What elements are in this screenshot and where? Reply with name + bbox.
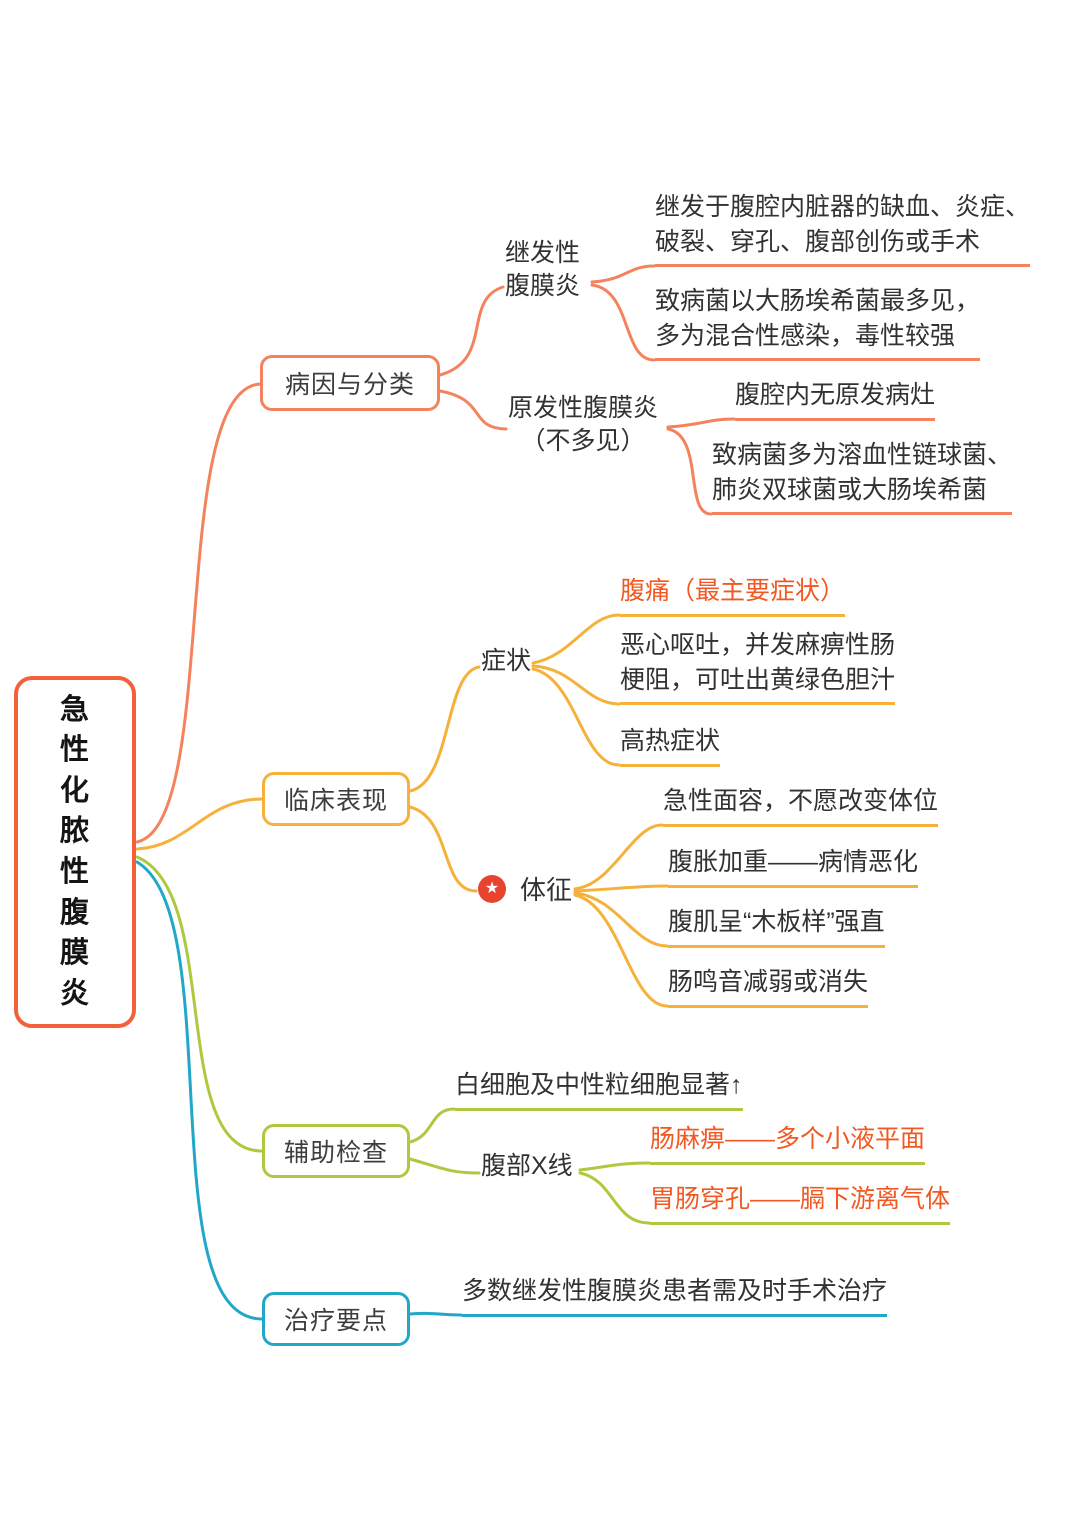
connector-primary-leaf1 — [666, 417, 736, 429]
connector-xray-leaf2 — [578, 1171, 651, 1225]
subnode-primary-peritonitis[interactable]: 原发性腹膜炎 （不多见） — [508, 394, 659, 455]
branch-label-etiology: 病因与分类 — [284, 371, 415, 399]
leaf-primary-no-focus[interactable]: 腹腔内无原发病灶 — [735, 378, 936, 421]
star-icon: ★ — [478, 875, 506, 903]
leaf-high-fever[interactable]: 高热症状 — [620, 724, 721, 767]
subnode-abdominal-xray[interactable]: 腹部X线 — [481, 1152, 573, 1180]
leaf-perforation-free-gas[interactable]: 胃肠穿孔——膈下游离气体 — [650, 1182, 951, 1225]
connector-secondary-leaf1 — [590, 264, 656, 284]
connector-etiology-primary — [438, 389, 508, 431]
subnode-symptoms[interactable]: 症状 — [481, 647, 532, 675]
leaf-secondary-pathogens[interactable]: 致病菌以大肠埃希菌最多见， 多为混合性感染，毒性较强 — [655, 284, 981, 361]
leaf-bowel-sounds-diminished[interactable]: 肠鸣音减弱或消失 — [668, 965, 869, 1008]
connector-signs-leaf1 — [573, 823, 664, 891]
connector-auxiliary-blood — [408, 1107, 456, 1144]
leaf-nausea-vomiting[interactable]: 恶心呕吐，并发麻痹性肠 梗阻，可吐出黄绿色胆汁 — [620, 628, 896, 705]
branch-node-etiology[interactable]: 病因与分类 — [260, 355, 440, 411]
connector-secondary-leaf2 — [590, 283, 656, 362]
connector-signs-leaf2 — [573, 884, 669, 893]
root-title: 急性化脓性腹膜炎 — [59, 693, 90, 1010]
connector-root-treatment — [135, 860, 264, 1321]
connector-xray-leaf1 — [578, 1161, 651, 1172]
leaf-board-like-rigidity[interactable]: 腹肌呈“木板样”强直 — [668, 905, 885, 948]
connector-clinical-signs — [408, 805, 478, 893]
leaf-abdominal-pain[interactable]: 腹痛（最主要症状） — [620, 574, 846, 617]
leaf-distension-worsening[interactable]: 腹胀加重——病情恶化 — [668, 845, 919, 888]
leaf-secondary-causes[interactable]: 继发于腹腔内脏器的缺血、炎症、 破裂、穿孔、腹部创伤或手术 — [655, 190, 1031, 267]
leaf-acute-facies[interactable]: 急性面容，不愿改变体位 — [663, 784, 939, 827]
connector-signs-leaf4 — [573, 893, 669, 1008]
subnode-signs[interactable]: 体征 — [520, 875, 573, 905]
branch-label-auxiliary: 辅助检查 — [283, 1139, 388, 1167]
connector-root-clinical — [135, 797, 264, 851]
branch-node-clinical[interactable]: 临床表现 — [262, 772, 410, 826]
leaf-wbc-increase[interactable]: 白细胞及中性粒细胞显著↑ — [455, 1068, 743, 1111]
leaf-surgical-treatment[interactable]: 多数继发性腹膜炎患者需及时手术治疗 — [462, 1274, 888, 1317]
connector-root-auxiliary — [135, 855, 264, 1153]
root-node[interactable]: 急性化脓性腹膜炎 — [14, 676, 136, 1028]
star-glyph: ★ — [484, 880, 500, 897]
subnode-secondary-peritonitis[interactable]: 继发性 腹膜炎 — [505, 239, 581, 300]
leaf-primary-pathogens[interactable]: 致病菌多为溶血性链球菌、 肺炎双球菌或大肠埃希菌 — [712, 438, 1013, 515]
connector-symptoms-leaf3 — [531, 667, 621, 767]
connector-root-etiology — [135, 382, 262, 844]
branch-label-treatment: 治疗要点 — [283, 1307, 388, 1335]
connector-etiology-secondary — [438, 285, 505, 377]
branch-node-treatment[interactable]: 治疗要点 — [262, 1292, 410, 1346]
connector-symptoms-leaf1 — [531, 613, 621, 665]
connector-treatment-leaf — [408, 1311, 463, 1317]
connector-auxiliary-xray — [408, 1157, 481, 1175]
branch-label-clinical: 临床表现 — [283, 787, 388, 815]
leaf-ileus-fluid-levels[interactable]: 肠麻痹——多个小液平面 — [650, 1122, 926, 1165]
connector-symptoms-leaf2 — [531, 664, 621, 706]
branch-node-auxiliary[interactable]: 辅助检查 — [262, 1124, 410, 1178]
connector-signs-leaf3 — [573, 891, 669, 948]
connector-clinical-symptoms — [408, 665, 481, 793]
connector-primary-leaf2 — [666, 427, 713, 516]
